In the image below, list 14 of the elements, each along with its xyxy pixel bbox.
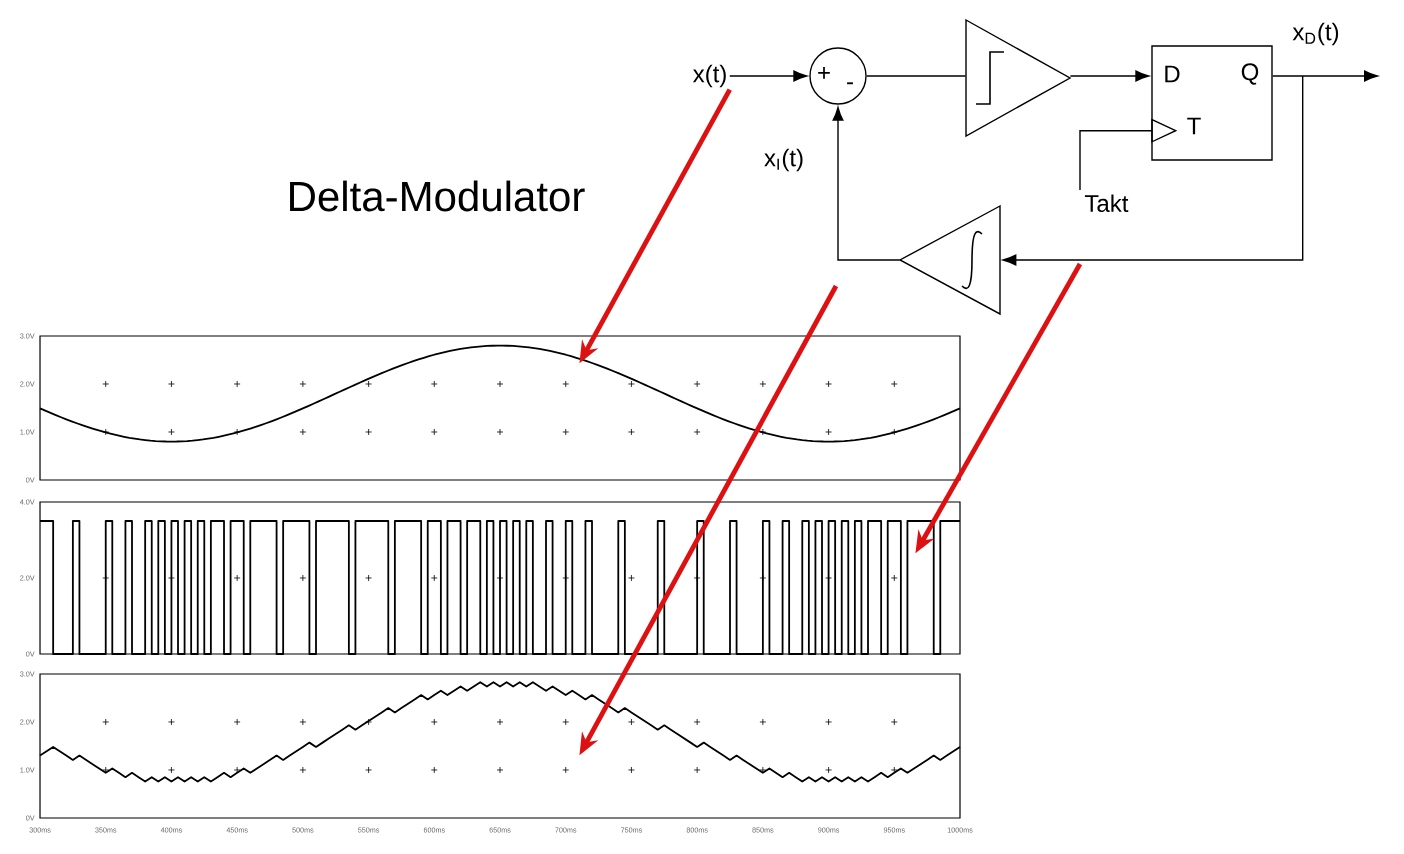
- signal-line: [866, 75, 967, 77]
- title: Delta-Modulator: [290, 180, 585, 212]
- waveform-plot: [39, 501, 961, 655]
- signal-arrow: [1069, 70, 1150, 82]
- signal-arrow: [729, 70, 808, 82]
- waveform-plot: [39, 335, 961, 481]
- flip-flop-box: D Q T: [1151, 45, 1273, 161]
- summing-junction: + -: [809, 47, 867, 105]
- signal-label: x(t): [692, 64, 726, 88]
- waveform-plot: [39, 673, 961, 819]
- signal-arrow: [832, 106, 901, 261]
- signal-arrow: [1002, 75, 1304, 266]
- clock-label: Takt: [1084, 194, 1129, 212]
- signal-arrow: [1272, 70, 1378, 82]
